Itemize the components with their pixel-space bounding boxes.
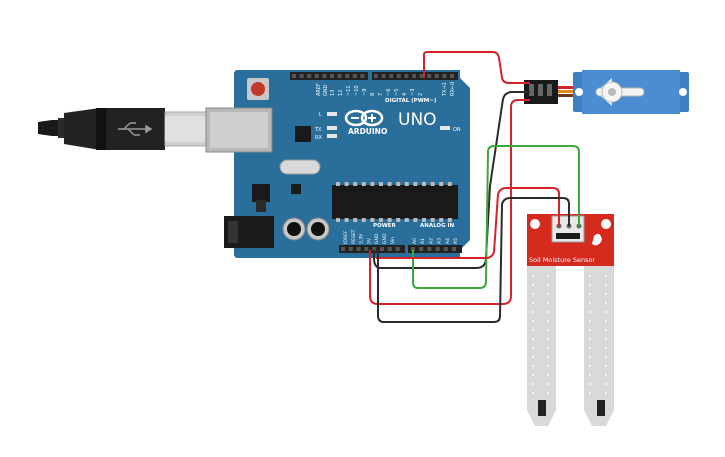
digital-pin-label: ~6 (386, 89, 392, 96)
analog-header (408, 245, 462, 253)
led-tx-label: TX (314, 127, 322, 133)
analog-header-label: ANALOG IN (420, 223, 455, 229)
power-pin-label: GND (382, 233, 388, 244)
wire-sensor-vcc (376, 187, 560, 259)
digital-pin-label: GND (323, 84, 329, 96)
digital-pin-label: AREF (316, 83, 322, 96)
digital-pin-label: 4 (402, 93, 408, 96)
digital-pin-label: 13 (330, 90, 336, 96)
status-leds (327, 112, 450, 138)
power-pin-label: Vin (390, 237, 396, 244)
digital-pin-label: ~10 (354, 85, 360, 96)
digital-pin-label: 8 (370, 93, 376, 96)
capacitors (282, 217, 330, 241)
power-header-label: POWER (373, 223, 397, 229)
led-rx-label: RX (315, 135, 322, 141)
analog-pin-label: A0 (412, 238, 418, 244)
analog-pin-label: A2 (428, 238, 434, 244)
soil-moisture-sensor: Soil Moisture Sensor (527, 214, 614, 426)
digital-pin-label: TX→1 (442, 82, 448, 97)
digital-pin-label: RX←0 (450, 82, 456, 96)
sensor-probe-right (584, 266, 614, 426)
power-pin-label: GND (374, 233, 380, 244)
analog-pin-label: A3 (437, 238, 443, 244)
arduino-uno-board: ARDUINO UNO L TX RX ON DIGITAL (PWM~) AR… (205, 70, 470, 258)
digital-pin-label: 12 (338, 90, 344, 96)
analog-pin-label: A4 (445, 238, 451, 244)
usb-cable (38, 108, 208, 150)
digital-pin-label: ~5 (394, 89, 400, 96)
wire-servo-signal (423, 51, 530, 84)
wires (369, 51, 580, 323)
digital-pin-label: ~3 (410, 89, 416, 96)
arduino-logo-text: ARDUINO (348, 127, 387, 136)
power-pin-label: IOREF (343, 230, 349, 244)
led-on-label: ON (453, 127, 461, 133)
board-model-label: UNO (398, 110, 437, 130)
crystal-oscillator (279, 159, 321, 175)
wire-servo-power (373, 91, 530, 269)
sensor-label: Soil Moisture Sensor (529, 256, 595, 264)
analog-pin-label: A5 (453, 238, 459, 244)
reset-button[interactable] (251, 82, 265, 96)
chip-pins (336, 182, 452, 222)
wire-sensor-signal (412, 145, 580, 289)
power-pin-label: RESET (351, 229, 357, 244)
atmega-chip (332, 185, 458, 219)
digital-pin-label: ~11 (346, 85, 352, 96)
usb-chip (295, 126, 311, 142)
digital-header-left (290, 72, 368, 80)
wire-sensor-gnd (377, 197, 570, 323)
servo-motor (524, 70, 689, 114)
digital-pin-label: 7 (378, 93, 384, 96)
usb-icon (118, 122, 153, 136)
analog-pin-label: A1 (420, 238, 426, 244)
digital-pin-label: ~9 (362, 89, 368, 96)
voltage-regulator (252, 184, 270, 202)
sensor-logo-icon (592, 233, 602, 246)
sensor-probe-left (527, 266, 556, 426)
arduino-logo-icon (344, 109, 384, 127)
power-header (339, 245, 405, 253)
power-pin-label: 5V (366, 237, 372, 244)
wire-servo-gnd (369, 99, 530, 305)
power-pin-label: 3.3V (359, 233, 365, 244)
digital-header-label: DIGITAL (PWM~) (385, 98, 437, 104)
digital-pin-label: 2 (418, 93, 424, 96)
led-l-label: L (319, 112, 322, 118)
